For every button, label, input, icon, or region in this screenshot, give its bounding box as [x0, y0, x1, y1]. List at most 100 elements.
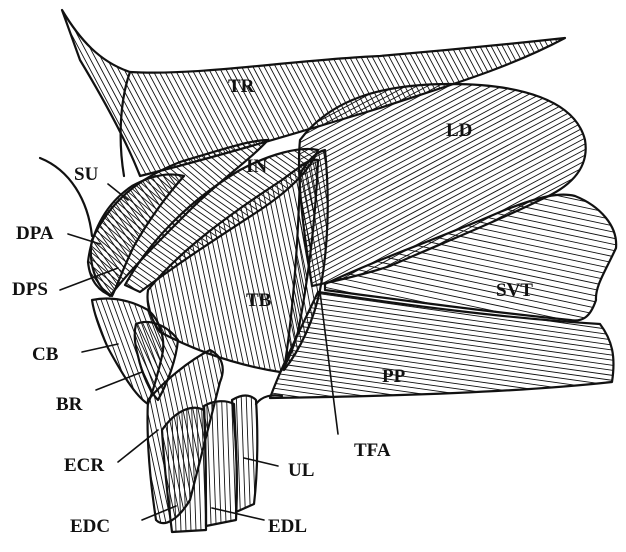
- fibre-line: [282, 393, 287, 530]
- label-su: SU: [74, 164, 99, 185]
- label-br: BR: [56, 394, 83, 415]
- fibre-line: [247, 31, 564, 199]
- leader-edl: [212, 508, 264, 520]
- fibre-line: [257, 0, 509, 293]
- fibre-line: [296, 388, 301, 515]
- fibre-line: [257, 341, 621, 392]
- label-tr: TR: [228, 76, 255, 97]
- fibre-line: [278, 382, 596, 450]
- fibre-line: [277, 88, 594, 256]
- fibre-line: [252, 375, 616, 426]
- fibre-line: [217, 395, 222, 532]
- fibre-line: [50, 196, 143, 329]
- fibre-line: [259, 326, 623, 377]
- elbow-contour: [256, 395, 282, 404]
- fibre-line: [287, 341, 605, 409]
- fibre-line: [261, 390, 266, 517]
- fibre-line: [249, 395, 613, 446]
- fibre-line: [292, 0, 544, 275]
- fibre-line: [272, 393, 277, 530]
- fibre-line: [247, 410, 611, 461]
- fibre-line: [117, 402, 122, 542]
- label-dps: DPS: [12, 279, 48, 300]
- fibre-line: [258, 331, 622, 382]
- fibre-line: [248, 405, 612, 456]
- fibre-line: [281, 389, 286, 516]
- fibre-line: [287, 106, 604, 274]
- leader-cb: [82, 344, 118, 352]
- fibre-line: [41, 311, 87, 438]
- label-tfa: TFA: [354, 440, 391, 461]
- fibre-line: [306, 107, 364, 381]
- fibre-line: [281, 370, 599, 438]
- label-cb: CB: [32, 344, 59, 365]
- fibre-line: [230, 0, 482, 307]
- leader-ul: [244, 458, 278, 466]
- muscle-drawing: [40, 10, 616, 532]
- fibre-line: [72, 0, 324, 392]
- fibre-line: [291, 389, 296, 516]
- leader-tfa: [320, 292, 338, 434]
- fibre-line: [127, 402, 132, 542]
- fibre-line: [32, 0, 285, 413]
- fibre-line: [254, 44, 571, 212]
- fibre-line: [256, 345, 620, 396]
- label-ecr: ECR: [64, 455, 104, 476]
- fibre-line: [248, 0, 500, 298]
- fibre-line: [260, 321, 624, 372]
- fibre-line: [0, 0, 244, 434]
- fibre-line: [136, 81, 323, 238]
- label-edl: EDL: [268, 516, 307, 537]
- fibre-line: [255, 355, 619, 406]
- fibre-line: [244, 26, 561, 194]
- fibre-line: [109, 352, 150, 544]
- fibre-line: [341, 207, 626, 375]
- fibre-line: [276, 389, 281, 516]
- fibre-line: [310, 229, 626, 297]
- fibre-line: [270, 0, 522, 286]
- fibre-line: [283, 157, 626, 208]
- fibre-line: [306, 388, 310, 515]
- fibre-line: [277, 393, 282, 530]
- fibre-line: [246, 390, 251, 517]
- fibre-line: [301, 388, 306, 515]
- fibre-line: [0, 0, 227, 444]
- fibre-line: [258, 336, 622, 387]
- fibre-line: [341, 100, 399, 374]
- fibre-line: [305, 141, 622, 309]
- leader-br: [96, 372, 142, 390]
- fibres-ld: [200, 0, 626, 424]
- fibre-line: [253, 0, 505, 296]
- fibre-line: [261, 311, 625, 362]
- fibre-line: [49, 184, 236, 341]
- fibre-line: [246, 415, 610, 466]
- fibre-line: [54, 194, 147, 327]
- fibre-line: [29, 207, 216, 364]
- fibre-line: [241, 390, 246, 517]
- label-edc: EDC: [70, 516, 110, 537]
- fibre-line: [132, 402, 137, 542]
- fibre-line: [326, 103, 384, 377]
- label-svt: SVT: [496, 280, 533, 301]
- fibre-line: [104, 353, 145, 545]
- label-in: IN: [246, 156, 267, 177]
- fibre-line: [51, 307, 97, 434]
- fibre-line: [308, 146, 625, 314]
- fibre-line: [262, 306, 626, 357]
- fibre-line: [253, 370, 617, 421]
- label-ul: UL: [288, 460, 314, 481]
- fibre-line: [214, 0, 531, 137]
- fibre-line: [230, 0, 547, 168]
- fibre-line: [286, 389, 291, 516]
- label-ld: LD: [446, 120, 472, 141]
- fibre-line: [329, 185, 626, 354]
- fibre-line: [309, 235, 626, 303]
- fibre-line: [58, 173, 245, 330]
- label-pp: PP: [382, 366, 406, 387]
- fibre-line: [343, 212, 626, 380]
- fibre-line: [296, 123, 613, 291]
- fibre-line: [266, 389, 271, 516]
- fibre-line: [305, 253, 623, 321]
- fibre-line: [186, 0, 438, 331]
- fibre-line: [267, 393, 272, 530]
